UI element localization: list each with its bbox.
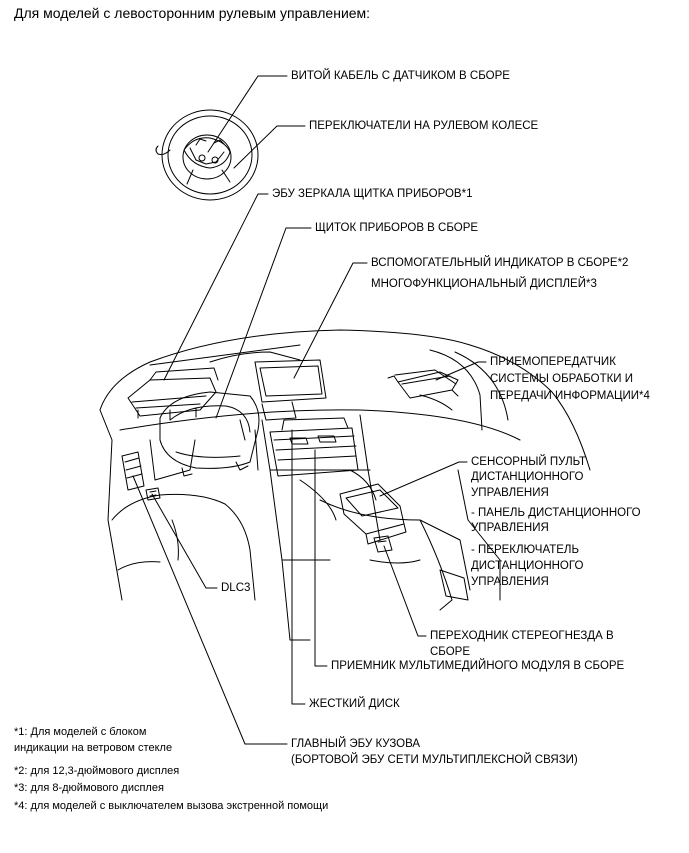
label-telematics-line2: СИСТЕМЫ ОБРАБОТКИ И <box>490 373 634 385</box>
steering-wheel-drawing <box>155 109 259 201</box>
footnote-1-line2: индикации на ветровом стекле <box>14 742 173 754</box>
label-steering-switches: ПЕРЕКЛЮЧАТЕЛИ НА РУЛЕВОМ КОЛЕСЕ <box>309 120 539 132</box>
dlc3-connector-unit <box>145 487 161 501</box>
label-stereo-jack-line2: СБОРЕ <box>430 646 471 658</box>
mirror-ecu-unit <box>127 367 219 421</box>
leader-touch-pad <box>379 461 468 497</box>
main-body-ecu-unit <box>121 451 145 491</box>
label-stereo-jack-line1: ПЕРЕХОДНИК СТЕРЕОГНЕЗДА В <box>430 630 614 642</box>
label-touch-pad-line2: ДИСТАНЦИОННОГО <box>471 471 584 483</box>
diagram-header: Для моделей с левосторонним рулевым упра… <box>14 5 371 21</box>
footnote-4: *4: для моделей с выключателем вызова эк… <box>14 800 329 812</box>
label-multi-display: МНОГОФУНКЦИОНАЛЬНЫЙ ДИСПЛЕЙ*3 <box>371 278 597 290</box>
label-multimedia-receiver: ПРИЕМНИК МУЛЬТИМЕДИЙНОГО МОДУЛЯ В СБОРЕ <box>331 660 625 672</box>
label-accessory-meter: ВСПОМОГАТЕЛЬНЫЙ ИНДИКАТОР В СБОРЕ*2 <box>371 257 629 269</box>
label-telematics-line3: ПЕРЕДАЧИ ИНФОРМАЦИИ*4 <box>490 390 650 402</box>
accessory-meter-unit <box>254 359 327 421</box>
label-remote-panel-line2: УПРАВЛЕНИЯ <box>471 522 549 534</box>
touch-pad-unit <box>339 483 407 545</box>
label-remote-switch-line2: ДИСТАНЦИОННОГО <box>471 560 584 572</box>
label-touch-pad-line3: УПРАВЛЕНИЯ <box>471 487 549 499</box>
label-dlc3: DLC3 <box>221 582 251 594</box>
dashboard-drawing <box>99 329 591 641</box>
leader-mirror-ecu <box>163 193 269 381</box>
label-remote-panel-line1: - ПАНЕЛЬ ДИСТАНЦИОННОГО <box>471 507 641 519</box>
leader-telematics <box>435 361 487 381</box>
leader-dlc3 <box>151 493 218 589</box>
leader-combination-meter <box>215 227 312 419</box>
leader-stereo-jack <box>383 545 427 637</box>
footnote-3: *3: для 8-дюймового дисплея <box>14 782 164 794</box>
label-spiral-cable: ВИТОЙ КАБЕЛЬ С ДАТЧИКОМ В СБОРЕ <box>291 70 510 82</box>
combination-meter-unit <box>159 391 260 477</box>
label-mirror-ecu: ЭБУ ЗЕРКАЛА ЩИТКА ПРИБОРОВ*1 <box>272 188 473 200</box>
leader-main-body-ecu <box>132 475 288 745</box>
label-remote-switch-line1: - ПЕРЕКЛЮЧАТЕЛЬ <box>471 544 580 556</box>
leader-accessory-meter <box>293 262 368 379</box>
label-telematics-line1: ПРИЕМОПЕРЕДАТЧИК <box>490 356 616 368</box>
leader-lines <box>132 75 487 745</box>
label-remote-switch-line3: УПРАВЛЕНИЯ <box>471 576 549 588</box>
label-combination-meter: ЩИТОК ПРИБОРОВ В СБОРЕ <box>315 222 479 234</box>
footnote-2: *2: для 12,3-дюймового дисплея <box>14 765 180 777</box>
multimedia-receiver-unit <box>269 417 359 477</box>
label-main-body-ecu-line1: ГЛАВНЫЙ ЭБУ КУЗОВА <box>291 738 421 750</box>
footnote-1-line1: *1: Для моделей с блоком <box>14 726 147 738</box>
leader-hard-disk <box>291 429 306 705</box>
label-hard-disk: ЖЕСТКИЙ ДИСК <box>309 698 400 710</box>
label-touch-pad-line1: СЕНСОРНЫЙ ПУЛЬТ <box>471 456 587 468</box>
leader-multimedia-receiver <box>314 449 328 667</box>
leader-spiral-cable <box>207 75 288 153</box>
label-main-body-ecu-line2: (БОРТОВОЙ ЭБУ СЕТИ МУЛЬТИПЛЕКСНОЙ СВЯЗИ) <box>291 754 578 766</box>
leader-steering-switches <box>233 125 306 169</box>
stereo-jack-unit <box>373 535 393 553</box>
telematics-transceiver-unit <box>387 371 459 399</box>
